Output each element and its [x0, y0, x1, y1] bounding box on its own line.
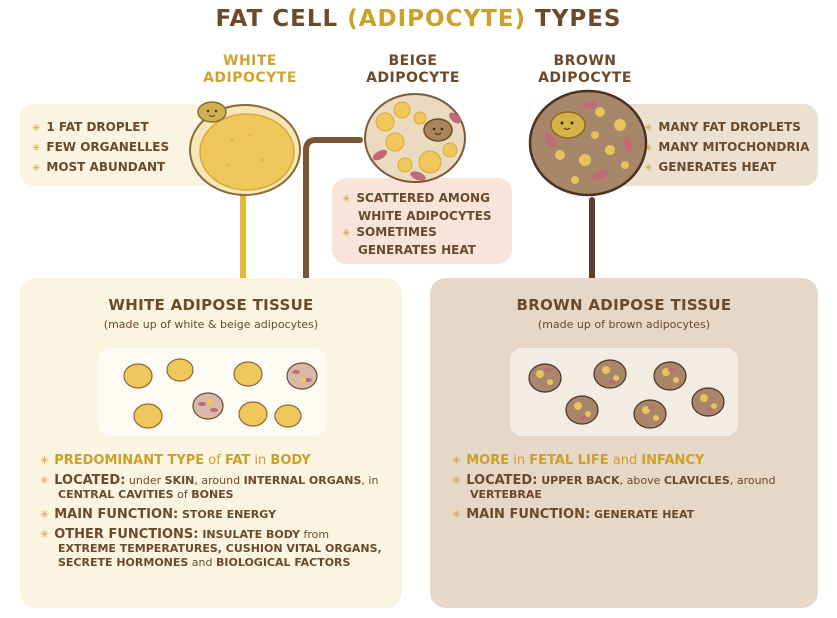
info-item: 1 FAT DROPLET — [32, 118, 169, 138]
beige-adipocyte-info: SCATTERED AMONG WHITE ADIPOCYTES SOMETIM… — [332, 178, 512, 264]
fact-item: MAIN FUNCTION: GENERATE HEAT — [452, 508, 802, 522]
beige-adipocyte-icon — [364, 93, 466, 183]
brown-tissue-cells-icon — [528, 359, 725, 429]
page-title: FAT CELL (ADIPOCYTE) TYPES — [215, 6, 622, 32]
brown-tissue-illustration — [510, 348, 738, 436]
info-item: GENERATES HEAT — [644, 158, 809, 178]
fact-item: MAIN FUNCTION: STORE ENERGY — [40, 508, 390, 522]
info-item: FEW ORGANELLES — [32, 138, 169, 158]
brown-tissue-subtitle: (made up of brown adipocytes) — [537, 318, 711, 331]
fact-item: LOCATED: under SKIN, around INTERNAL ORG… — [40, 474, 390, 502]
white-tissue-facts: PREDOMINANT TYPE of FAT in BODY LOCATED:… — [40, 454, 390, 576]
info-item: SOMETIMES GENERATES HEAT — [342, 224, 512, 258]
info-item: MANY FAT DROPLETS — [644, 118, 809, 138]
brown-tissue-title: BROWN ADIPOSE TISSUE — [516, 296, 732, 314]
info-item: MANY MITOCHONDRIA — [644, 138, 809, 158]
brown-tissue-facts: MORE in FETAL LIFE and INFANCY LOCATED: … — [452, 454, 802, 528]
fact-item: MORE in FETAL LIFE and INFANCY — [452, 454, 802, 468]
white-tissue-subtitle: (made up of white & beige adipocytes) — [103, 318, 319, 331]
white-tissue-title: WHITE ADIPOSE TISSUE — [108, 296, 314, 314]
info-item: SCATTERED AMONG WHITE ADIPOCYTES — [342, 190, 512, 224]
white-adipose-tissue-panel: WHITE ADIPOSE TISSUE (made up of white &… — [20, 278, 402, 608]
info-item: MOST ABUNDANT — [32, 158, 169, 178]
white-tissue-cells-icon — [123, 358, 318, 429]
brown-adipocyte-icon — [528, 89, 648, 197]
white-adipocyte-icon — [189, 101, 301, 196]
fact-item: OTHER FUNCTIONS: INSULATE BODY from EXTR… — [40, 528, 390, 570]
brown-adipose-tissue-panel: BROWN ADIPOSE TISSUE (made up of brown a… — [430, 278, 818, 608]
fact-item: PREDOMINANT TYPE of FAT in BODY — [40, 454, 390, 468]
white-tissue-illustration — [98, 348, 326, 436]
fact-item: LOCATED: UPPER BACK, above CLAVICLES, ar… — [452, 474, 802, 502]
